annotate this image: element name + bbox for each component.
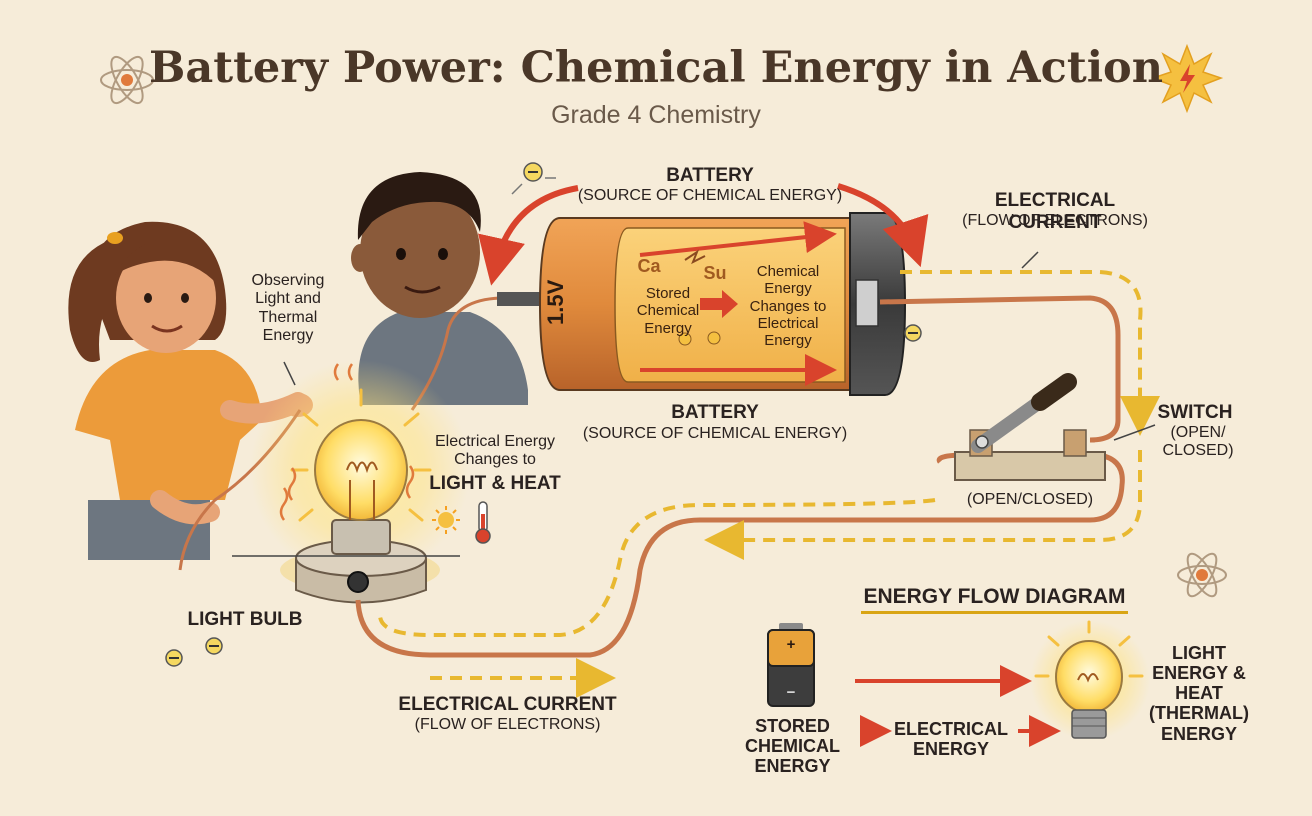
sun-icon bbox=[432, 506, 460, 534]
battery-stored-text: Stored Chemical Energy bbox=[636, 285, 700, 337]
switch-sublabel: (OPEN/ CLOSED) bbox=[1162, 424, 1234, 460]
battery-minus-sign: − bbox=[786, 684, 796, 701]
current-top-label: ELECTRICAL CURRENT bbox=[994, 190, 1116, 233]
bulb-change-emphasis: LIGHT & HEAT bbox=[429, 473, 561, 494]
battery-icon bbox=[767, 623, 815, 707]
energy-flow-heading: ENERGY FLOW DIAGRAM bbox=[861, 585, 1128, 615]
observer-caption: Observing Light and Thermal Energy bbox=[251, 272, 325, 345]
flow-output-energy: LIGHT ENERGY & HEAT (THERMAL) ENERGY bbox=[1149, 643, 1249, 744]
electron-pair-icon bbox=[165, 637, 223, 667]
electron-icon bbox=[904, 324, 922, 342]
flow-stored-energy: STORED CHEMICAL ENERGY bbox=[745, 716, 840, 777]
battery-top-label: BATTERY bbox=[666, 165, 754, 186]
knife-switch bbox=[954, 373, 1106, 481]
girl-figure bbox=[68, 221, 313, 560]
element-symbol-left: Ca bbox=[637, 256, 661, 276]
page-subtitle: Grade 4 Chemistry bbox=[551, 101, 761, 129]
battery-top-sublabel: (SOURCE OF CHEMICAL ENERGY) bbox=[577, 187, 843, 204]
battery-bottom-label: BATTERY bbox=[671, 402, 759, 423]
bulb-change-text: Electrical Energy Changes to bbox=[434, 433, 556, 469]
light-bulb-label: LIGHT BULB bbox=[187, 609, 303, 630]
atom-icon bbox=[100, 55, 154, 105]
battery-plus-sign: + bbox=[786, 636, 796, 653]
page-title: Battery Power: Chemical Energy in Action bbox=[149, 43, 1163, 93]
battery-voltage: 1.5V bbox=[543, 279, 568, 325]
atom-icon bbox=[1177, 552, 1227, 598]
element-symbol-right: Su bbox=[703, 263, 727, 283]
lightning-sun-icon bbox=[1150, 43, 1224, 114]
battery-change-text: Chemical Energy Changes to Electrical En… bbox=[749, 263, 827, 349]
current-bottom-sublabel: (FLOW OF ELECTRONS) bbox=[414, 716, 601, 733]
current-bottom-label: ELECTRICAL CURRENT bbox=[398, 694, 617, 715]
flow-electrical-energy: ELECTRICAL ENERGY bbox=[894, 719, 1008, 760]
switch-base-label: (OPEN/CLOSED) bbox=[966, 491, 1094, 508]
battery-cell bbox=[497, 212, 907, 396]
switch-label: SWITCH bbox=[1157, 402, 1233, 423]
battery-bottom-sublabel: (SOURCE OF CHEMICAL ENERGY) bbox=[582, 425, 848, 442]
current-top-sublabel: (FLOW OF ELECTRONS) bbox=[962, 212, 1148, 229]
electron-icon bbox=[511, 162, 556, 195]
glowing-light-bulb bbox=[250, 360, 470, 604]
light-bulb-icon bbox=[1030, 620, 1150, 740]
thermometer-icon bbox=[475, 501, 491, 544]
